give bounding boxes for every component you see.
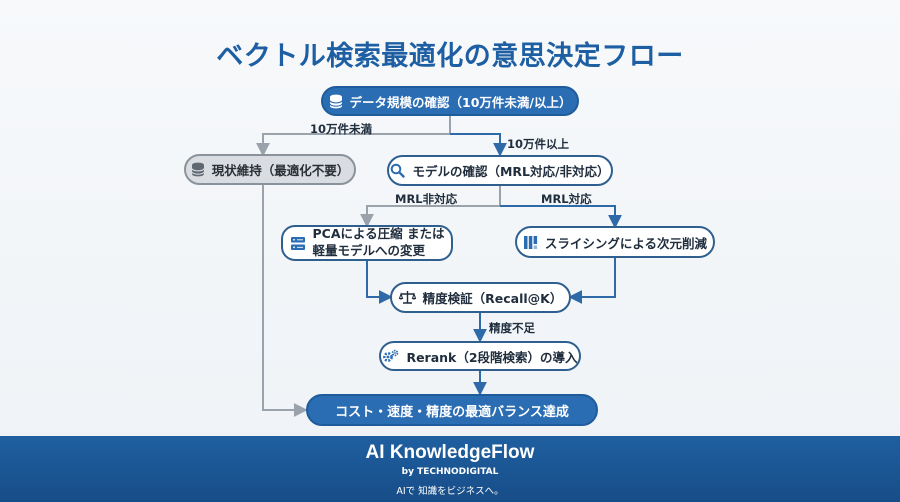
flow-connectors <box>256 116 622 417</box>
node-rerank: Rerank（2段階検索）の導入 <box>379 341 581 371</box>
edge-pca-accuracy <box>366 260 393 304</box>
edge-label-under-100k: 10万件未満 <box>310 122 373 136</box>
edge-mrl-no <box>360 186 501 228</box>
node-slicing: スライシングによる次元削減 <box>515 226 715 258</box>
node-model-check-label: モデルの確認（MRL対応/非対応） <box>412 164 610 179</box>
node-pca: PCAによる圧縮 または 軽量モデルへの変更 <box>281 225 453 261</box>
node-accuracy-label: 精度検証（Recall@K） <box>422 291 563 306</box>
node-keep-current-label: 現状維持（最適化不要） <box>211 163 350 178</box>
server-icon <box>290 236 306 251</box>
scale-icon <box>398 290 416 305</box>
edge-slicing-accuracy <box>568 258 616 304</box>
edge-keep-balance <box>262 184 308 417</box>
edge-mrl-yes <box>500 205 622 229</box>
node-keep-current: 現状維持（最適化不要） <box>184 154 356 185</box>
node-rerank-label: Rerank（2段階検索）の導入 <box>406 349 578 365</box>
node-slicing-label: スライシングによる次元削減 <box>544 235 708 251</box>
node-pca-line2: 軽量モデルへの変更 <box>312 243 426 258</box>
footer-tagline: AIで 知識をビジネスへ。 <box>396 486 504 497</box>
edge-label-insufficient: 精度不足 <box>489 321 535 335</box>
slices-icon <box>523 235 538 250</box>
page-title: ベクトル検索最適化の意思決定フロー <box>216 41 684 72</box>
edge-under-100k <box>256 116 451 157</box>
edge-label-over-100k: 10万件以上 <box>507 137 570 151</box>
database-icon <box>191 162 205 177</box>
node-accuracy: 精度検証（Recall@K） <box>390 282 571 313</box>
gears-icon <box>382 349 399 364</box>
footer-bar: AI KnowledgeFlow by TECHNODIGITAL AIで 知識… <box>0 436 900 502</box>
edge-label-mrl-no: MRL非対応 <box>395 192 458 206</box>
node-data-scale: データ規模の確認（10万件未満/以上） <box>321 86 579 116</box>
node-data-scale-label: データ規模の確認（10万件未満/以上） <box>349 94 572 110</box>
edge-over-100k <box>450 133 507 157</box>
search-icon <box>390 163 406 178</box>
node-balance: コスト・速度・精度の最適バランス達成 <box>306 394 598 426</box>
edge-label-mrl-yes: MRL対応 <box>541 192 592 206</box>
node-pca-line1: PCAによる圧縮 または <box>312 226 445 242</box>
node-model-check: モデルの確認（MRL対応/非対応） <box>387 155 613 186</box>
footer-brand: AI KnowledgeFlow <box>365 442 535 463</box>
footer-by: by TECHNODIGITAL <box>401 467 499 477</box>
database-icon <box>328 94 343 109</box>
node-balance-label: コスト・速度・精度の最適バランス達成 <box>335 404 569 420</box>
